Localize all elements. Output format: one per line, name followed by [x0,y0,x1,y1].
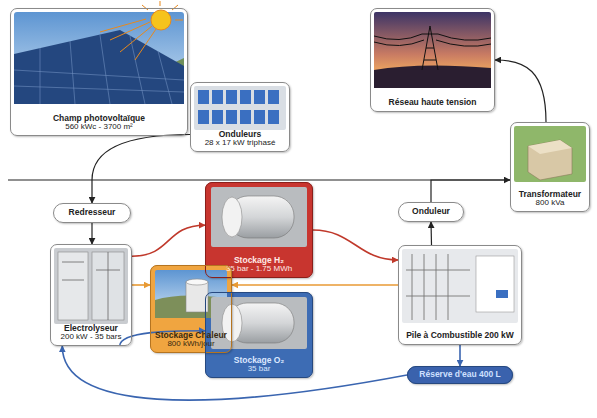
box-fill [53,203,131,223]
process-pill: Réserve d'eau 400 L [407,366,513,384]
node-detail: 35 bar [248,365,271,374]
o2-tank-photo [211,297,307,349]
component-box: Champ photovoltaïque560 kWc - 3700 m² [10,8,188,136]
flow-arrow [495,60,546,122]
process-pill: Redresseur [53,203,131,223]
node-title: Réseau haute tension [389,98,477,108]
component-box: Onduleurs28 x 17 kW triphasé [190,82,290,152]
node-detail: 28 x 17 kW triphasé [205,139,276,148]
flow-arrow [232,284,398,286]
node-title: Onduleur [412,207,450,217]
grid-photo [374,12,491,88]
component-box: Stockage H₂35 bar - 1.75 MWh [205,182,313,278]
node-title: Réserve d'eau 400 L [419,370,500,380]
flow-arrow [431,180,510,202]
component-box: Stockage O₂35 bar [205,292,313,378]
box-fill [10,8,188,136]
component-box: Réseau haute tension [370,8,495,112]
node-detail: 560 kWc - 3700 m² [65,123,133,132]
node-detail: 800 kWh/jour [167,340,214,349]
flow-arrow [132,225,205,256]
electrolyser-photo [54,248,128,324]
box-fill [407,366,513,384]
component-box: Pile à Combustible 200 kW [398,245,522,345]
box-fill [370,8,495,112]
node-title: Redresseur [69,208,116,218]
box-fill [398,245,522,345]
node-title: Stockage H₂ [234,256,284,266]
pv-photo [14,1,184,104]
component-box: Electrolyseur200 kW - 35 bars [50,244,132,346]
node-title: Champ photovoltaïque [53,114,145,124]
node-detail: 800 kVa [536,199,565,208]
node-title: Pile à Combustible 200 kW [406,331,514,341]
box-fill [510,122,590,212]
inverter-photo [194,86,286,130]
flow-arrow [430,222,432,245]
transformer-photo [514,126,586,182]
node-title: Stockage Chaleur [155,331,227,341]
box-fill [205,182,313,278]
node-title: Transformateur [519,190,581,200]
flow-arrow [62,346,407,400]
flow-arrow [132,284,150,286]
node-detail: 35 bar - 1.75 MWh [226,265,292,274]
box-fill [398,202,464,222]
fuel-cell-photo [402,249,518,323]
node-title: Onduleurs [219,130,262,140]
node-title: Stockage O₂ [234,356,285,366]
component-box: Transformateur800 kVa [510,122,590,212]
box-fill [50,244,132,346]
flow-arrow [313,230,398,260]
process-pill: Onduleur [398,202,464,222]
flow-arrow [92,135,190,204]
flow-arrow [91,223,92,244]
h2-tank-photo [211,187,307,247]
component-box: Stockage Chaleur800 kWh/jour [150,265,232,353]
flow-arrow [459,345,461,366]
node-title: Electrolyseur [64,324,118,334]
box-fill [190,82,290,152]
node-detail: 200 kW - 35 bars [61,333,122,342]
